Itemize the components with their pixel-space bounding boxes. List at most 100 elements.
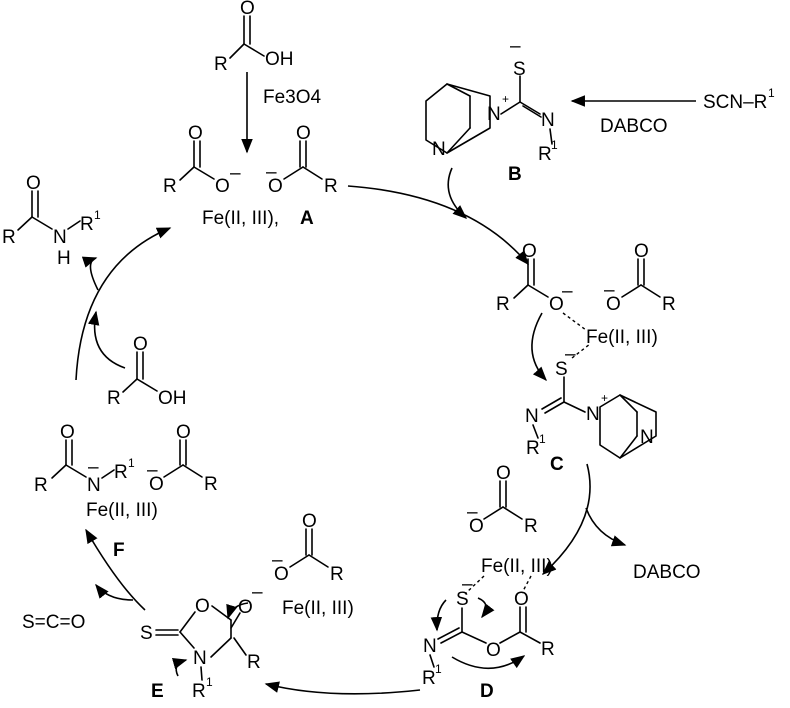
svg-text:R: R: [163, 176, 177, 197]
svg-text:–: –: [467, 502, 478, 523]
svg-text:O: O: [549, 294, 564, 315]
svg-text:–: –: [88, 457, 99, 478]
svg-text:–: –: [565, 344, 576, 365]
svg-text:R: R: [2, 227, 16, 248]
svg-text:R: R: [204, 474, 218, 495]
svg-text:R: R: [214, 54, 228, 75]
svg-text:1: 1: [94, 208, 101, 222]
amide-release-arrow: [81, 256, 99, 291]
svg-text:H: H: [57, 248, 71, 269]
svg-text:O: O: [238, 597, 253, 618]
svg-text:N: N: [87, 475, 101, 496]
svg-text:R: R: [114, 462, 128, 483]
fe3o4-label: Fe3O4: [263, 87, 322, 108]
intermediate-d-structure: Fe(II, III) S – O O R N R 1: [422, 556, 555, 689]
svg-text:N: N: [487, 104, 501, 125]
cos-label: S=C=O: [22, 612, 85, 633]
svg-text:R: R: [192, 681, 206, 702]
svg-text:R: R: [330, 564, 344, 585]
cycle-arrow-f-to-a: [75, 227, 172, 381]
label-e: E: [151, 681, 164, 702]
svg-text:O: O: [215, 176, 230, 197]
svg-text:R: R: [80, 214, 94, 235]
svg-text:O: O: [296, 123, 311, 144]
intermediate-e-structure: S O N O – R R 1: [140, 582, 263, 702]
d-arrow-2: [477, 597, 495, 619]
svg-text:O: O: [26, 173, 41, 194]
svg-text:O: O: [302, 511, 317, 532]
cycle-arrow-e-to-f: [85, 528, 146, 611]
svg-text:S: S: [456, 589, 469, 610]
svg-text:R: R: [422, 668, 436, 689]
acid-reagent-left: O R OH: [107, 334, 187, 409]
svg-text:–: –: [562, 281, 573, 302]
label-f: F: [113, 540, 125, 561]
svg-text:R: R: [247, 652, 261, 673]
e-arrow-2: [171, 658, 188, 677]
intermediate-b-structure: N N + S – N R 1: [425, 36, 558, 165]
svg-text:R: R: [524, 516, 538, 537]
svg-text:OH: OH: [158, 388, 187, 409]
c-attack-arrow: [531, 312, 547, 382]
isothiocyanate-label: SCN–R: [703, 92, 767, 113]
label-d: D: [480, 681, 494, 702]
svg-text:1: 1: [128, 456, 135, 470]
svg-text:O: O: [240, 0, 255, 19]
svg-text:OH: OH: [265, 49, 294, 70]
svg-text:N: N: [541, 110, 555, 131]
svg-text:R: R: [324, 176, 338, 197]
svg-text:–: –: [272, 550, 283, 571]
svg-text:1: 1: [551, 138, 558, 152]
cos-release-arrow: [95, 583, 134, 601]
acid-reagent-top: O R OH: [214, 0, 294, 75]
svg-text:Fe(II, III): Fe(II, III): [481, 556, 553, 577]
svg-text:R: R: [34, 475, 48, 496]
svg-text:O: O: [176, 422, 191, 443]
d-arrow-3: [451, 655, 526, 670]
svg-text:S: S: [140, 623, 153, 644]
svg-text:Fe(II, III): Fe(II, III): [86, 500, 158, 521]
svg-text:O: O: [522, 241, 537, 262]
svg-text:R: R: [107, 388, 121, 409]
svg-text:R: R: [538, 144, 552, 165]
cycle-arrow-d-to-e: [264, 681, 421, 695]
svg-text:O: O: [469, 516, 484, 537]
svg-text:1: 1: [768, 86, 775, 100]
svg-text:–: –: [266, 162, 277, 183]
svg-text:–: –: [604, 280, 615, 301]
svg-text:1: 1: [435, 662, 442, 676]
svg-text:N: N: [423, 636, 437, 657]
svg-text:O: O: [486, 640, 501, 661]
svg-text:N: N: [193, 648, 207, 669]
svg-text:N: N: [640, 427, 654, 448]
svg-text:O: O: [133, 334, 148, 355]
dabco-label-released: DABCO: [633, 562, 701, 583]
svg-text:O: O: [514, 589, 529, 610]
label-b: B: [508, 164, 522, 185]
b-entry-arrow: [447, 167, 468, 219]
svg-text:O: O: [634, 241, 649, 262]
intermediate-c-structure: O R O – O O – R Fe(II, III) S – N R 1 N …: [496, 241, 676, 459]
dabco-release-arrow: [585, 507, 627, 547]
svg-text:1: 1: [539, 432, 546, 446]
carboxylate-near-d: O O – R: [467, 463, 538, 537]
svg-text:–: –: [230, 163, 241, 184]
svg-text:O: O: [149, 474, 164, 495]
intermediate-a-structure: O R O – O O – R: [163, 123, 338, 197]
svg-text:R: R: [541, 639, 555, 660]
svg-text:N: N: [432, 139, 446, 160]
svg-text:–: –: [147, 460, 158, 481]
e-arrow-1: [226, 602, 249, 620]
svg-text:O: O: [195, 596, 210, 617]
amide-product: O R N H R 1: [2, 173, 101, 269]
svg-text:1: 1: [206, 675, 213, 689]
label-a: A: [300, 208, 314, 229]
svg-text:O: O: [496, 463, 511, 484]
svg-text:S: S: [513, 59, 526, 80]
svg-text:–: –: [510, 36, 521, 57]
svg-text:O: O: [60, 422, 75, 443]
carboxylate-near-e: O O – R Fe(II, III): [272, 511, 354, 619]
acid-entry-arrow: [87, 310, 126, 369]
intermediate-f-structure: O R N – R 1 O O – R Fe(II, III): [34, 422, 218, 521]
cycle-arrow-c-to-d: [541, 463, 591, 575]
